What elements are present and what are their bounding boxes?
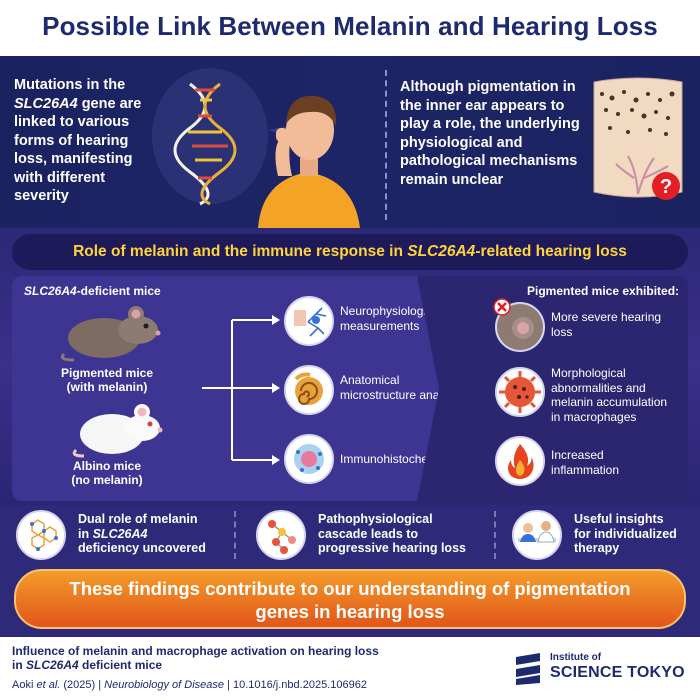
result-hearing-loss-label: More severe hearing loss (551, 310, 662, 339)
finding-cascade-text: Pathophysiological cascade leads to prog… (318, 512, 466, 555)
gene-mutation-text: Mutations in the SLC26A4 gene are linked… (14, 77, 142, 204)
cascade-icon (256, 510, 306, 560)
x-mark-icon (493, 298, 511, 316)
branching-arrows (202, 315, 280, 465)
result-macrophage-label: Morphological abnormalities and melanin … (551, 366, 668, 424)
role-banner: Role of melanin and the immune response … (12, 234, 688, 270)
findings-strip: Dual role of melanin in SLC26A4 deficien… (0, 505, 700, 565)
dna-helix-icon (152, 68, 268, 206)
finding-insights-text: Useful insights for individualized thera… (574, 512, 677, 555)
mice-heading: SLC26A4-deficient mice (24, 284, 161, 298)
paper-title: Influence of melanin and macrophage acti… (12, 644, 379, 672)
pigmentation-text: Although pigmentation in the inner ear a… (400, 79, 580, 188)
results-heading: Pigmented mice exhibited: (527, 284, 680, 298)
top-band: Mutations in the SLC26A4 gene are linked… (0, 56, 700, 228)
cell-icon (284, 434, 334, 484)
cochlea-icon (284, 365, 334, 415)
question-mark-icon: ? (660, 176, 672, 198)
finding-dual-role-text: Dual role of melanin in SLC26A4 deficien… (78, 512, 206, 555)
result-inflammation-label: Increased inflammation (551, 448, 620, 477)
pigmented-mice-label: Pigmented mice (with melanin) (60, 366, 154, 394)
citation: Aoki et al. (2025) | Neurobiology of Dis… (12, 679, 367, 691)
methods-panel: SLC26A4-deficient mice Pigmented mice (w… (12, 276, 688, 501)
science-tokyo-logo-icon (516, 653, 540, 685)
conclusion-banner: These findings contribute to our underst… (14, 569, 686, 629)
title-bar: Possible Link Between Melanin and Hearin… (0, 0, 700, 56)
method-neurophysiology-label: Neurophysiological measurements (340, 304, 442, 333)
molecule-icon (16, 510, 66, 560)
flame-icon (495, 436, 545, 486)
method-anatomical-label: Anatomical microstructure analysis (340, 373, 463, 402)
neuron-icon (284, 296, 334, 346)
albino-mice-label: Albino mice (no melanin) (71, 459, 143, 487)
person-listening-icon (258, 95, 360, 228)
macrophage-icon (495, 367, 545, 417)
logo-institute-text: Institute of (550, 652, 602, 663)
results-panel: Pigmented mice exhibited: More severe he… (417, 276, 688, 501)
page-title: Possible Link Between Melanin and Hearin… (42, 11, 658, 41)
footer: Influence of melanin and macrophage acti… (0, 637, 700, 700)
pigmented-mouse-icon (60, 306, 161, 362)
albino-mouse-icon (72, 404, 163, 458)
strip-divider (494, 511, 496, 559)
logo-science-tokyo-text: SCIENCE TOKYO (550, 664, 685, 681)
top-divider (385, 70, 387, 220)
strip-divider (234, 511, 236, 559)
conclusion-section: These findings contribute to our underst… (0, 565, 700, 637)
study-section: Role of melanin and the immune response … (0, 228, 700, 505)
doctor-icon (512, 510, 562, 560)
inner-ear-tissue-icon: ? (593, 77, 683, 200)
mouse-ear-icon (495, 302, 545, 352)
